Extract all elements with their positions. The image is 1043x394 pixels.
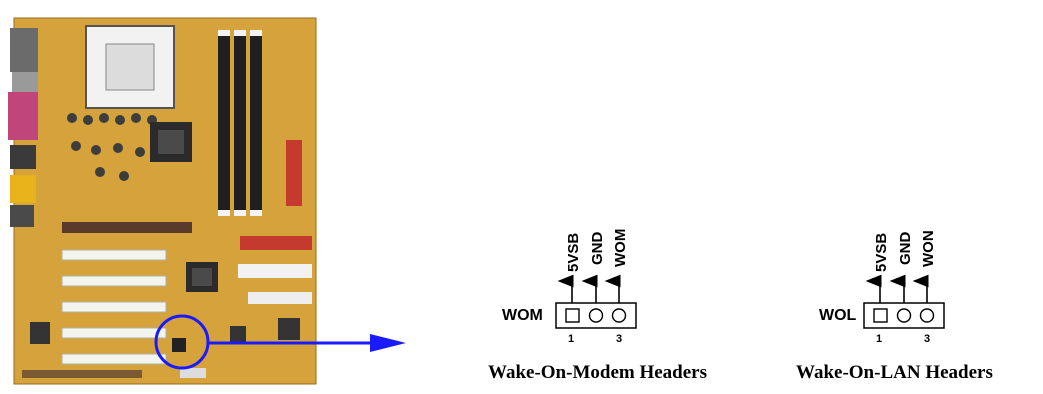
wom-pin-3 (611, 308, 627, 323)
wol-pin-1 (873, 308, 888, 323)
wom-pin-2 (588, 308, 604, 323)
wom-pin-label-3: WOM (612, 229, 629, 267)
wol-pin-2 (896, 308, 912, 323)
wol-header-name: WOL (819, 307, 857, 324)
wom-pin-label-2: GND (589, 232, 606, 266)
wol-pin-label-2: GND (897, 232, 914, 266)
wom-header-diagram: 5VSB GND WOM WOM 1 3 Wake-On-Modem Heade… (488, 229, 707, 383)
wol-caption: Wake-On-LAN Headers (796, 362, 993, 383)
wol-pin-label-3: WON (920, 230, 937, 267)
wom-caption: Wake-On-Modem Headers (488, 362, 707, 383)
wol-pin-number-3: 3 (924, 333, 930, 345)
wom-pin-number-3: 3 (616, 333, 622, 345)
wol-pin-3 (919, 308, 935, 323)
wol-pin-number-1: 1 (876, 333, 882, 345)
wom-pin-label-1: 5VSB (565, 233, 582, 272)
wom-pin-number-1: 1 (568, 333, 574, 345)
wol-pin-label-1: 5VSB (873, 233, 890, 272)
wom-pin-1 (565, 308, 580, 323)
wom-header-name: WOM (502, 307, 543, 324)
wol-header-diagram: 5VSB GND WON WOL 1 3 Wake-On-LAN Headers (796, 230, 993, 383)
callout (154, 314, 406, 370)
callout-arrowhead (370, 334, 406, 352)
motherboard-photo (8, 17, 317, 385)
